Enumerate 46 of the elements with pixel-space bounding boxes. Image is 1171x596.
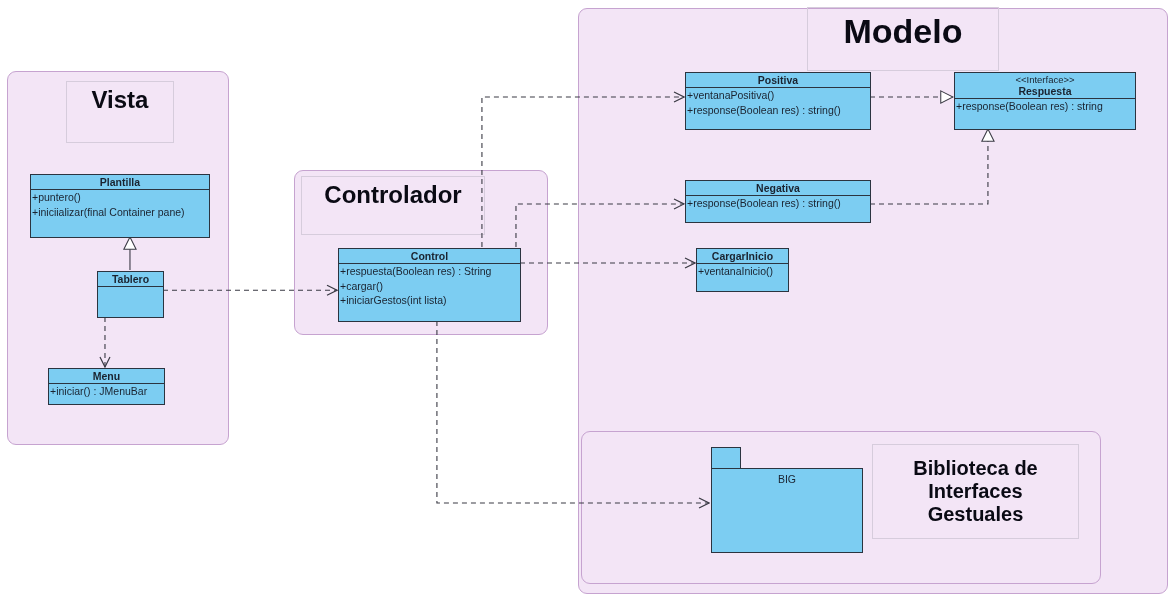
operation-text: +response(Boolean res) : string()	[687, 103, 842, 118]
dependency-arrow	[869, 128, 995, 205]
package-frame	[578, 8, 1168, 594]
operation-text: +response(Boolean res) : string()	[687, 197, 842, 211]
package-title: Biblioteca de Interfaces Gestuales	[912, 456, 1039, 527]
dependency-arrow	[162, 284, 338, 296]
class-box	[48, 368, 165, 405]
class-name: Positiva	[757, 74, 799, 86]
operation-text: +iniciializar(final Container pane)	[32, 205, 186, 220]
class-name: CargarInicio	[711, 250, 774, 262]
operation-text: +respuesta(Boolean res) : String	[340, 265, 493, 279]
package-title: Modelo	[842, 11, 964, 52]
class-name: Negativa	[756, 182, 800, 194]
dependency-arrow	[99, 316, 111, 368]
operation-text: +response(Boolean res) : string	[956, 100, 1104, 114]
generalization-arrow	[123, 236, 137, 271]
class-name: Control	[410, 250, 449, 262]
class-name: Tablero	[111, 273, 150, 285]
stereotype-label: <<Interface>>	[1015, 74, 1075, 85]
operation-text: +ventanaInicio()	[698, 265, 774, 279]
dependency-arrow	[481, 91, 685, 248]
class-box	[685, 180, 871, 223]
class-name: Plantilla	[99, 176, 141, 188]
class-name: Respuesta	[1018, 85, 1072, 97]
package-name: BIG	[776, 473, 798, 485]
class-box	[97, 271, 164, 318]
class-box	[30, 174, 210, 238]
class-box	[338, 248, 521, 322]
operation-text: +ventanaPositiva()	[687, 89, 776, 103]
dependency-arrow	[869, 90, 954, 104]
package-frame	[294, 170, 548, 335]
operation-text: +cargar()	[340, 279, 384, 294]
class-name: Menu	[92, 370, 121, 382]
dependency-arrow	[515, 198, 685, 248]
operation-text: +puntero()	[32, 191, 82, 205]
class-box	[685, 72, 871, 130]
class-box	[696, 248, 789, 292]
operation-text: +iniciarGestos(int lista)	[340, 294, 448, 308]
package-frame	[581, 431, 1101, 584]
package-frame	[7, 71, 229, 445]
package-title: Vista	[90, 85, 150, 115]
dependency-arrow	[519, 257, 696, 269]
operation-text: +iniciar() : JMenuBar	[50, 385, 149, 399]
class-box	[954, 72, 1136, 130]
dependency-arrow	[436, 320, 710, 509]
package-title: Controlador	[323, 180, 463, 210]
